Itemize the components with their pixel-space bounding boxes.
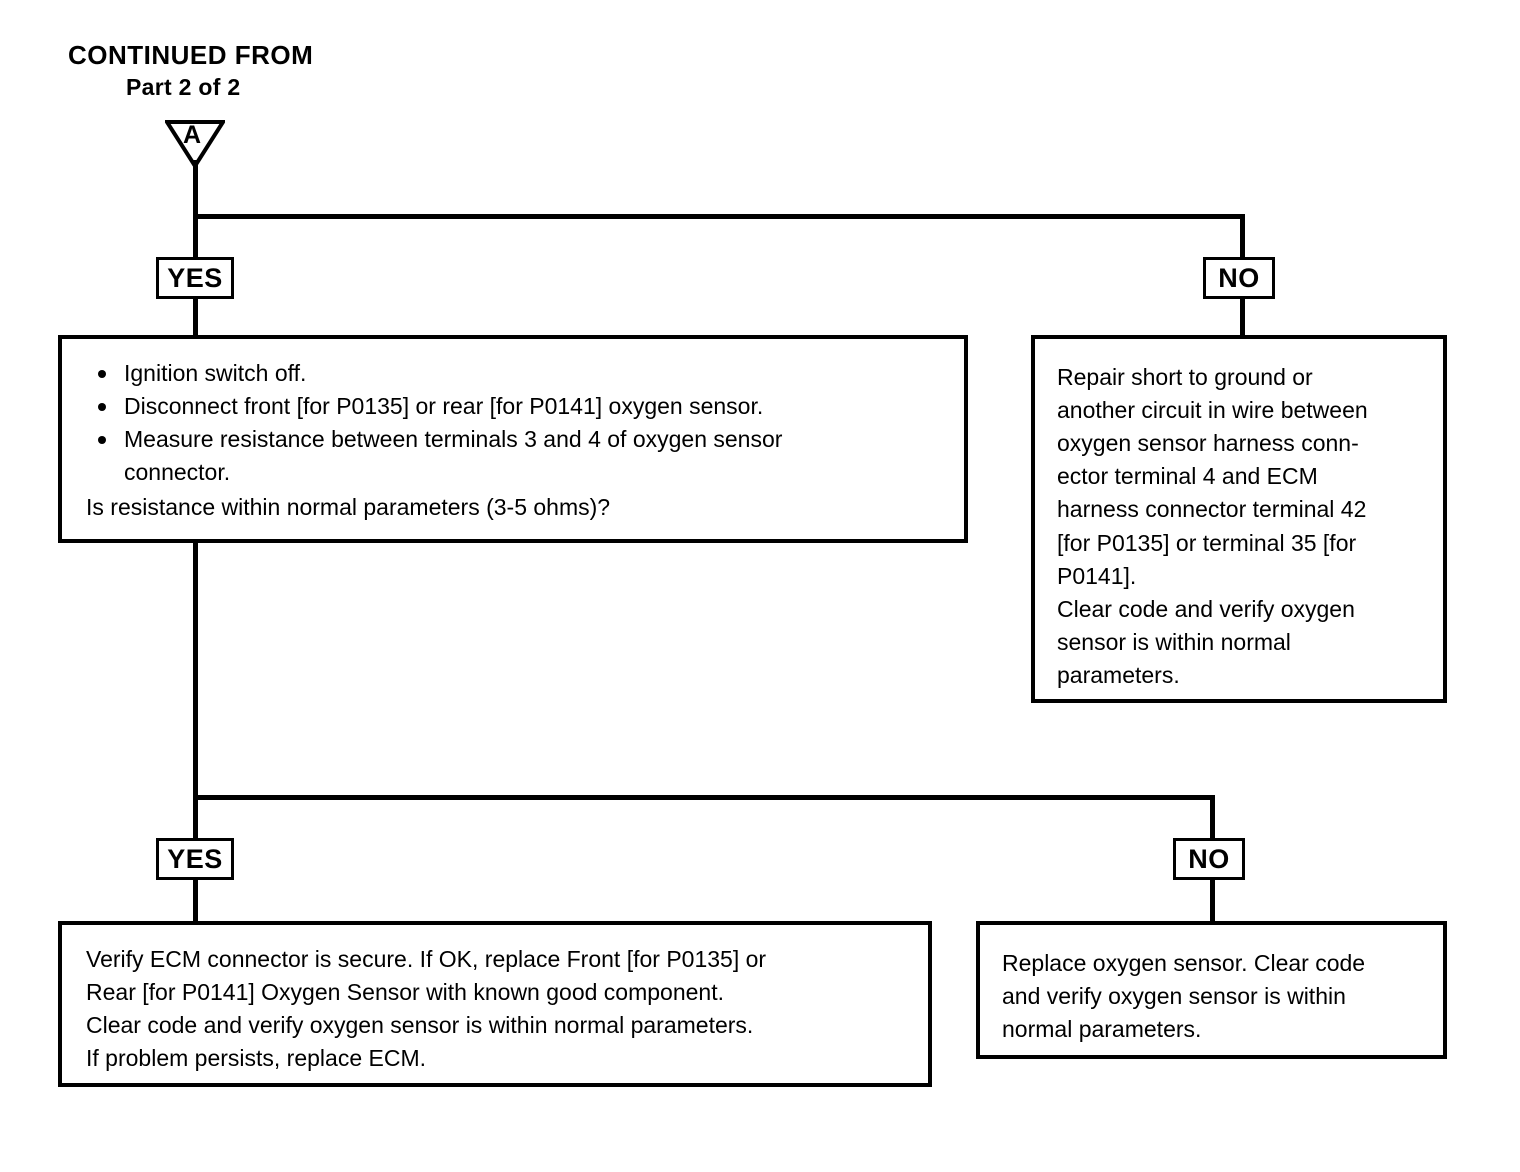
verify-ecm-box: Verify ECM connector is secure. If OK, r… <box>58 921 932 1087</box>
replace-sensor-text: Replace oxygen sensor. Clear code and ve… <box>1002 950 1366 1043</box>
bottom-no-to-box-line <box>1210 878 1215 923</box>
branch-tag-yes-bottom[interactable]: YES <box>156 838 234 880</box>
branch-tag-no-bottom[interactable]: NO <box>1173 838 1245 880</box>
question-bullet-item: Disconnect front [for P0135] or rear [fo… <box>86 390 944 423</box>
top-yes-to-box-line <box>193 297 198 337</box>
question-bullet-list: Ignition switch off. Disconnect front [f… <box>86 357 944 489</box>
branch-tag-no-top[interactable]: NO <box>1203 257 1275 299</box>
question-bullet-item: Ignition switch off. <box>86 357 944 390</box>
top-yes-drop-line <box>193 214 198 259</box>
replace-sensor-box: Replace oxygen sensor. Clear code and ve… <box>976 921 1447 1059</box>
bottom-yes-drop-line <box>193 795 198 840</box>
page-subtitle: Part 2 of 2 <box>126 74 241 100</box>
verify-ecm-text: Verify ECM connector is secure. If OK, r… <box>86 946 767 1072</box>
connector-triangle-icon <box>165 119 225 169</box>
top-no-to-box-line <box>1240 297 1245 337</box>
bottom-yes-to-box-line <box>193 878 198 923</box>
split-line-top <box>193 214 1245 219</box>
question-box: Ignition switch off. Disconnect front [f… <box>58 335 968 543</box>
connector-stem-line <box>193 160 198 218</box>
connector-label: A <box>183 121 202 149</box>
repair-short-text: Repair short to ground or another circui… <box>1057 364 1368 688</box>
split-line-bottom <box>193 795 1215 800</box>
bottom-no-drop-line <box>1210 795 1215 840</box>
question-bullet-item: Measure resistance between terminals 3 a… <box>86 423 944 489</box>
repair-short-box: Repair short to ground or another circui… <box>1031 335 1447 703</box>
question-to-split-line <box>193 541 198 800</box>
top-no-drop-line <box>1240 214 1245 259</box>
branch-tag-yes-top[interactable]: YES <box>156 257 234 299</box>
page-title: CONTINUED FROM <box>68 40 314 70</box>
question-prompt: Is resistance within normal parameters (… <box>86 494 611 521</box>
